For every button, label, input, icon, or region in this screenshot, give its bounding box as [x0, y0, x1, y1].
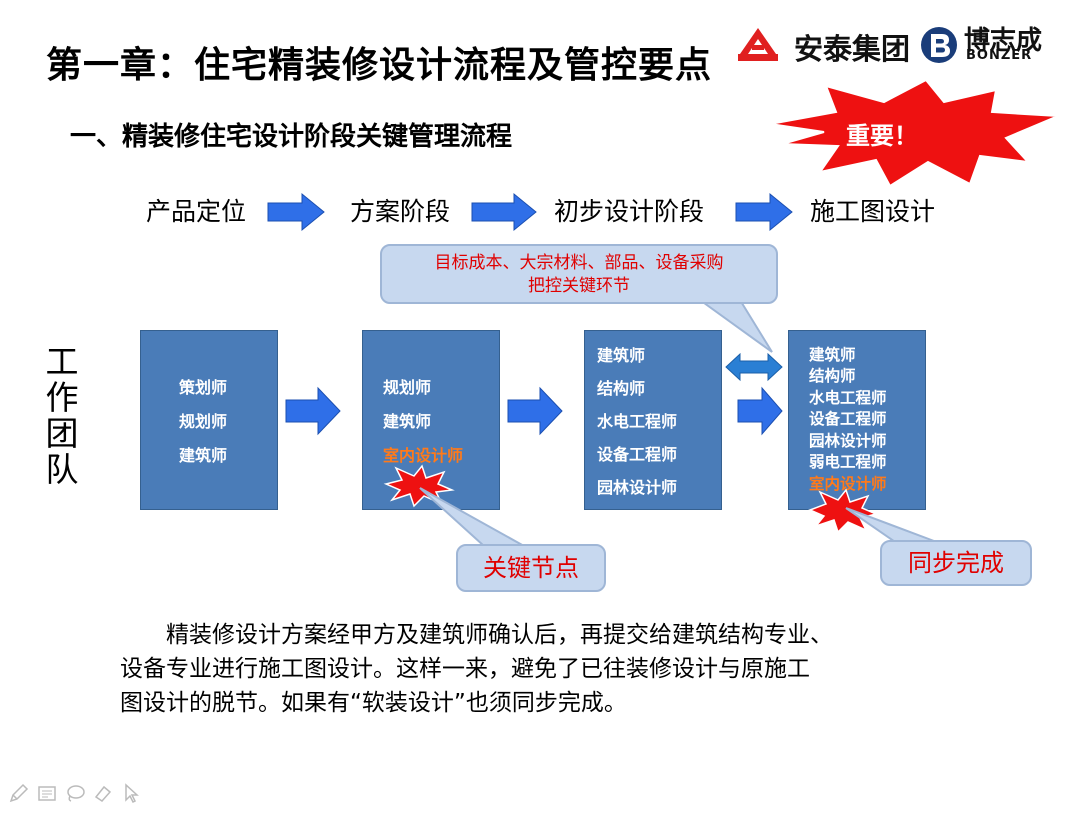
key-node-pointer	[419, 487, 528, 547]
team-role: 建筑师	[179, 446, 228, 465]
team-box-preliminary: 建筑师 结构师 水电工程师 设备工程师 园林设计师	[584, 330, 722, 510]
stage-label-scheme: 方案阶段	[350, 197, 451, 226]
team-role: 建筑师	[809, 345, 856, 364]
callout-cost-control-line1: 目标成本、大宗材料、部品、设备采购	[434, 253, 724, 273]
logo-area: 安泰集团 博志成 BONZER	[738, 24, 1058, 68]
stage-label-construction-drawing: 施工图设计	[810, 197, 936, 226]
stage-label-product-positioning: 产品定位	[146, 197, 247, 226]
team-role: 结构师	[597, 379, 646, 398]
bonzer-logo-text-cn: 博志成	[964, 26, 1043, 56]
paragraph-line: 设备专业进行施工图设计。这样一来，避免了已往装修设计与原施工	[120, 656, 810, 682]
team-arrow-icon	[737, 386, 783, 436]
team-role: 设备工程师	[809, 410, 887, 429]
antai-logo-text: 安泰集团	[794, 32, 911, 66]
team-role-key: 室内设计师	[809, 474, 887, 493]
bonzer-logo-text-en: BONZER	[966, 48, 1033, 63]
team-box-construction: 建筑师 结构师 水电工程师 设备工程师 园林设计师 弱电工程师 室内设计师	[788, 330, 926, 510]
description-paragraph: 精装修设计方案经甲方及建筑师确认后，再提交给建筑结构专业、 设备专业进行施工图设…	[120, 618, 990, 720]
team-role: 建筑师	[383, 412, 432, 431]
stage-arrow-icon	[471, 192, 537, 232]
team-role: 策划师	[179, 378, 228, 397]
team-role: 园林设计师	[597, 478, 678, 497]
callout-sync: 同步完成	[880, 540, 1032, 586]
team-role: 规划师	[179, 412, 228, 431]
page-title: 第一章：住宅精装修设计流程及管控要点	[46, 45, 713, 86]
callout-cost-control-line2: 把控关键环节	[528, 276, 630, 296]
pen-icon[interactable]	[8, 782, 30, 804]
team-role: 设备工程师	[597, 445, 678, 464]
team-box-positioning: 策划师 规划师 建筑师	[140, 330, 278, 510]
sync-starburst	[807, 488, 879, 534]
antai-logo-icon	[738, 28, 778, 61]
eraser-icon[interactable]	[92, 782, 114, 804]
callout-key-node: 关键节点	[456, 544, 606, 592]
paragraph-line: 精装修设计方案经甲方及建筑师确认后，再提交给建筑结构专业、	[120, 622, 833, 648]
team-arrow-icon	[285, 386, 341, 436]
stage-label-preliminary-design: 初步设计阶段	[554, 197, 705, 226]
team-label-char: 队	[45, 450, 79, 489]
paragraph-line: 图设计的脱节。如果有“软装设计”也须同步完成。	[120, 690, 627, 716]
stage-arrow-icon	[267, 192, 325, 232]
presentation-toolbar	[8, 782, 142, 808]
starburst-shape	[769, 78, 1059, 188]
section-subtitle: 一、精装修住宅设计阶段关键管理流程	[70, 122, 513, 152]
pointer-icon[interactable]	[120, 782, 142, 804]
team-label-char: 作	[45, 378, 79, 417]
team-role: 园林设计师	[809, 431, 887, 450]
important-starburst	[769, 78, 1059, 188]
double-arrow-icon	[725, 352, 783, 382]
team-role: 建筑师	[597, 346, 646, 365]
team-role: 水电工程师	[597, 412, 678, 431]
team-label: 工 作 团 队	[42, 344, 82, 488]
team-role: 规划师	[383, 378, 432, 397]
slides-icon[interactable]	[36, 782, 58, 804]
team-arrow-icon	[507, 386, 563, 436]
team-role: 水电工程师	[809, 388, 887, 407]
lasso-icon[interactable]	[64, 782, 86, 804]
team-role: 结构师	[809, 367, 856, 386]
team-label-char: 团	[45, 414, 79, 453]
important-badge: 重要！	[846, 122, 918, 150]
bonzer-logo-icon	[921, 27, 957, 63]
callout-cost-control: 目标成本、大宗材料、部品、设备采购 把控关键环节	[380, 244, 778, 304]
team-label-char: 工	[45, 342, 79, 381]
stage-arrow-icon	[735, 192, 793, 232]
team-role-key: 室内设计师	[383, 446, 464, 465]
team-role: 弱电工程师	[809, 453, 887, 472]
